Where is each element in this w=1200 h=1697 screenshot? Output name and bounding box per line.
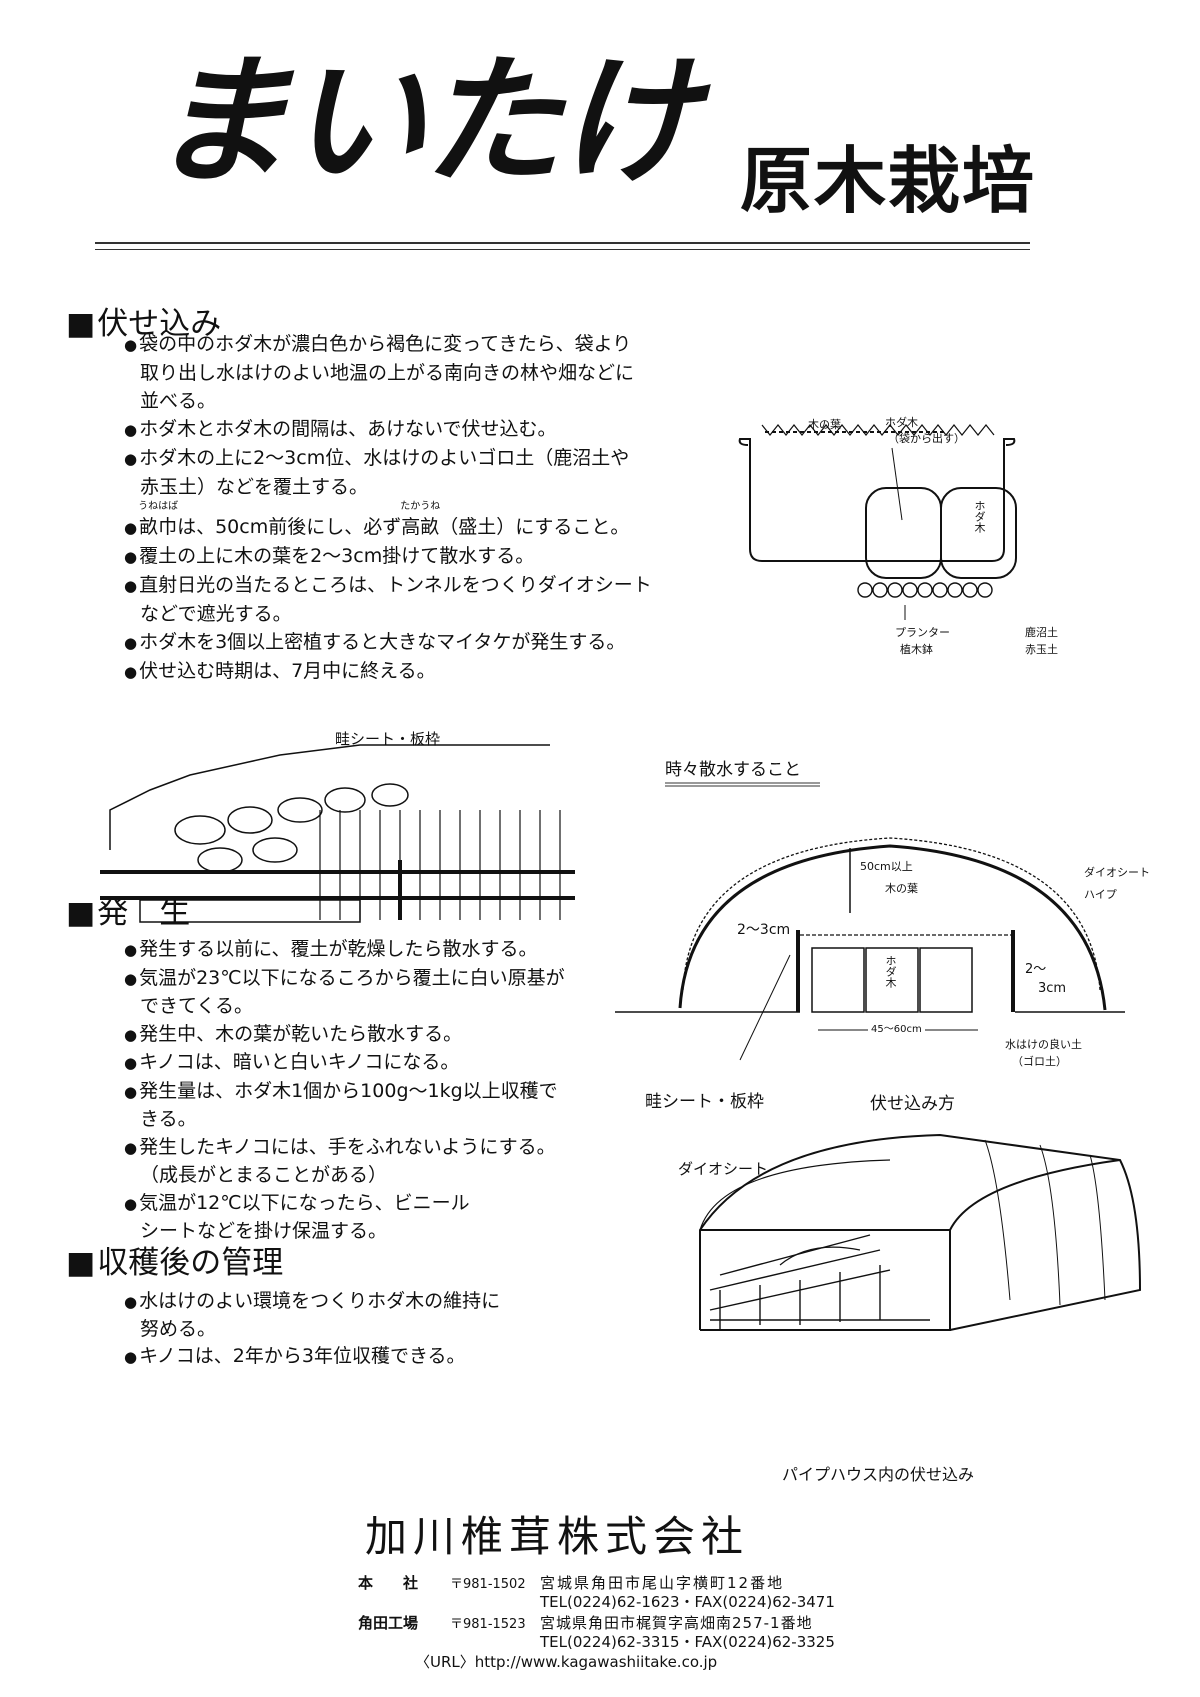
title-rule (95, 242, 1030, 244)
caption-pipe-house: パイプハウス内の伏せ込み (782, 1465, 975, 1484)
bullet-line: キノコは、暗いと白いキノコになる。 (124, 1049, 565, 1078)
bullet-line: 発生する以前に、覆土が乾燥したら散水する。 (124, 936, 565, 965)
bullet-line: シートなどを掛け保温する。 (140, 1220, 388, 1242)
label-cover-left: 2～3cm (737, 922, 791, 938)
caption-bed: 畦シート・板枠 (335, 730, 441, 748)
raised-bed-illustration (100, 744, 575, 923)
factory-address: 宮城県角田市梶賀字高畑南257-1番地 (540, 1614, 813, 1632)
label-soil-kanuma: 鹿沼土 (1025, 626, 1058, 639)
planter-illustration (738, 424, 1017, 620)
title-rule (95, 249, 1030, 250)
label-house-sheet: ダイオシート (678, 1160, 769, 1178)
hq-tel: TEL(0224)62-1623・FAX(0224)62-3471 (540, 1593, 835, 1611)
label-tunnel-hodagi: ホダ木 (884, 955, 897, 988)
main-title: まいたけ (150, 40, 698, 204)
tunnel-illustration (615, 837, 1125, 1061)
bullet-line: 発生したキノコには、手をふれないようにする。 (124, 1134, 565, 1163)
bullet-item: 伏せ込む時期は、7月中に終える。 (124, 657, 652, 686)
label-planter: プランター (895, 626, 950, 639)
company-name: 加川椎茸株式会社 (365, 1512, 750, 1561)
bullet-line: 並べる。 (140, 390, 217, 412)
bullet-item: 覆土の上に木の葉を2～3cm掛けて散水する。 (124, 542, 652, 571)
bullet-item: ホダ木を3個以上密植すると大きなマイタケが発生する。 (124, 628, 652, 657)
bullet-item: キノコは、2年から3年位収穫できる。 (124, 1343, 500, 1371)
bullet-line: できてくる。 (140, 995, 254, 1017)
bullet-line: ホダ木とホダ木の間隔は、あけないで伏せ込む。 (124, 415, 652, 444)
label-hodagi: ホダ木 (885, 416, 918, 429)
pipe-house-illustration (699, 1133, 1142, 1331)
bullet-line: 袋の中のホダ木が濃白色から褐色に変ってきたら、袋より (124, 330, 652, 359)
section-list-hassei: 発生する以前に、覆土が乾燥したら散水する。気温が23℃以下になるころから覆土に白… (124, 936, 565, 1246)
ruby-unehaba: うねはば (138, 501, 179, 512)
bullet-item: 発生中、木の葉が乾いたら散水する。 (124, 1021, 565, 1050)
bullet-item: 発生する以前に、覆土が乾燥したら散水する。 (124, 936, 565, 965)
caption-tunnel-right: 伏せ込み方 (870, 1094, 955, 1114)
bullet-line: 水はけのよい環境をつくりホダ木の維持に (124, 1288, 500, 1316)
label-height: 50cm以上 (860, 860, 913, 873)
label-cover-right-1: 2～ (1025, 962, 1047, 977)
bullet-item: 畝巾は、50cm前後にし、必ず高畝（盛土）にすること。 (124, 513, 652, 542)
bullet-line: ホダ木を3個以上密植すると大きなマイタケが発生する。 (124, 628, 652, 657)
label-tunnel-leaves: 木の葉 (885, 882, 918, 895)
section-list-fusekomi: 袋の中のホダ木が濃白色から褐色に変ってきたら、袋より取り出し水はけのよい地温の上… (124, 330, 652, 686)
bullet-line: 取り出し水はけのよい地温の上がる南向きの林や畑などに (140, 362, 635, 384)
label-width: 45～60cm (868, 1023, 925, 1036)
label-cover-right-2: 3cm (1038, 981, 1067, 996)
section-heading-hassei: 発 生 (66, 895, 190, 932)
label-drain-soil: 水はけの良い土 (1005, 1038, 1082, 1051)
bullet-line: ホダ木の上に2～3cm位、水はけのよいゴロ土（鹿沼土や (124, 444, 652, 473)
bullet-line: などで遮光する。 (140, 603, 292, 625)
bullet-line: きる。 (140, 1108, 197, 1130)
caption-watering: 時々散水すること (665, 760, 801, 780)
label-soil-akadama: 赤玉土 (1025, 643, 1058, 656)
factory-label: 角田工場 (358, 1614, 419, 1632)
ruby-takaune: たかうね (400, 501, 441, 512)
bullet-item: ホダ木とホダ木の間隔は、あけないで伏せ込む。 (124, 415, 652, 444)
hq-address: 宮城県角田市尾山字横町12番地 (540, 1574, 785, 1592)
bullet-item: キノコは、暗いと白いキノコになる。 (124, 1049, 565, 1078)
bullet-line: 努める。 (140, 1318, 217, 1340)
bullet-item: 袋の中のホダ木が濃白色から褐色に変ってきたら、袋より取り出し水はけのよい地温の上… (124, 330, 652, 415)
bullet-line: 気温が23℃以下になるころから覆土に白い原基が (124, 965, 565, 994)
subtitle: 原木栽培 (740, 138, 1037, 223)
section-list-harvest: 水はけのよい環境をつくりホダ木の維持に努める。キノコは、2年から3年位収穫できる… (124, 1288, 500, 1371)
bullet-line: 発生量は、ホダ木1個から100g～1kg以上収穫で (124, 1078, 565, 1107)
label-hodagi-inner: ホダ木 (973, 500, 986, 533)
bullet-line: 畝巾は、50cm前後にし、必ず高畝（盛土）にすること。 (124, 513, 652, 542)
hq-zip: 〒981-1502 (450, 1577, 526, 1592)
hq-label: 本 社 (358, 1574, 419, 1592)
label-hodagi-note: （袋から出す） (888, 432, 965, 445)
label-dio-sheet: ダイオシート (1084, 866, 1150, 879)
section-heading-harvest: 収穫後の管理 (66, 1245, 283, 1282)
bullet-line: 覆土の上に木の葉を2～3cm掛けて散水する。 (124, 542, 652, 571)
bullet-line: キノコは、2年から3年位収穫できる。 (124, 1343, 500, 1371)
bullet-line: 直射日光の当たるところは、トンネルをつくりダイオシート (124, 571, 652, 600)
bullet-item: 発生したキノコには、手をふれないようにする。（成長がとまることがある） (124, 1134, 565, 1190)
bullet-line: （成長がとまることがある） (140, 1164, 388, 1186)
label-pipe: ハイプ (1084, 888, 1117, 901)
label-leaves: 木の葉 (808, 418, 841, 431)
bullet-line: 気温が12℃以下になったら、ビニール (124, 1190, 565, 1219)
factory-tel: TEL(0224)62-3315・FAX(0224)62-3325 (540, 1633, 835, 1651)
company-url[interactable]: 〈URL〉http://www.kagawashiitake.co.jp (415, 1653, 718, 1671)
bullet-line: 発生中、木の葉が乾いたら散水する。 (124, 1021, 565, 1050)
caption-tunnel-left: 畦シート・板枠 (645, 1092, 764, 1112)
bullet-line: 伏せ込む時期は、7月中に終える。 (124, 657, 652, 686)
bullet-line: 赤玉土）などを覆土する。 (140, 476, 369, 498)
factory-zip: 〒981-1523 (450, 1617, 526, 1632)
label-goro-soil: （ゴロ土） (1012, 1055, 1067, 1068)
label-pot: 植木鉢 (900, 643, 933, 656)
